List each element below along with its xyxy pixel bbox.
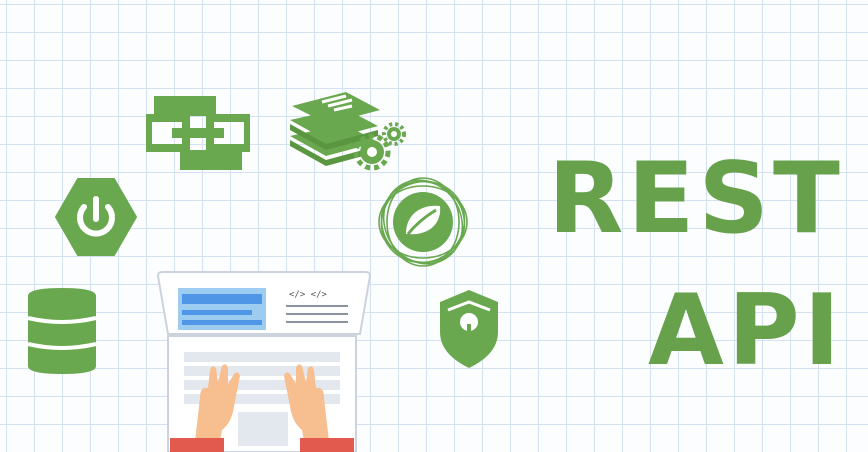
chain-link-icon bbox=[146, 96, 250, 170]
headline-rest: REST bbox=[548, 142, 844, 256]
laptop-icon bbox=[156, 271, 372, 452]
spring-leaf-icon bbox=[378, 177, 468, 267]
stacked-documents-gears-icon bbox=[290, 92, 406, 171]
shield-lock-icon bbox=[440, 290, 498, 368]
headline-api: API bbox=[648, 274, 845, 388]
database-icon bbox=[27, 288, 97, 374]
code-tag-label: </> </> bbox=[289, 290, 327, 300]
spring-boot-power-icon bbox=[55, 178, 137, 256]
